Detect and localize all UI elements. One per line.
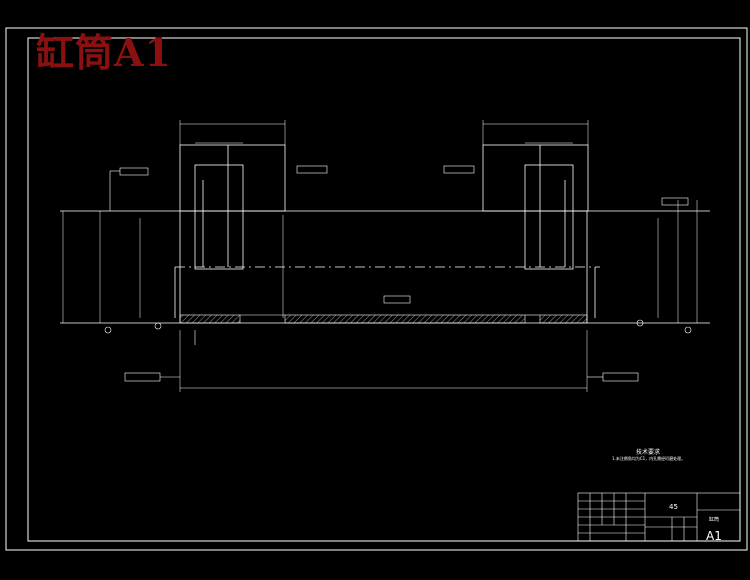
requirements-title: 技术要求	[636, 449, 661, 456]
title-block-material: 45	[669, 503, 678, 511]
dimension-lines	[62, 120, 698, 392]
outer-frame	[5, 27, 748, 551]
title-block	[577, 492, 741, 542]
inner-frame	[27, 37, 741, 542]
wall-hatch	[179, 314, 588, 324]
sheet-title: 缸筒A1	[36, 30, 172, 75]
tolerance-frames	[109, 165, 689, 382]
title-block-drawing-label: 缸筒	[709, 517, 720, 523]
datum-markers	[104, 319, 692, 334]
cylinder-body	[60, 144, 710, 324]
requirements-text: 1.未注倒角均为C1，内孔需经珩磨处理。	[612, 456, 686, 461]
title-block-size: A1	[706, 529, 722, 543]
